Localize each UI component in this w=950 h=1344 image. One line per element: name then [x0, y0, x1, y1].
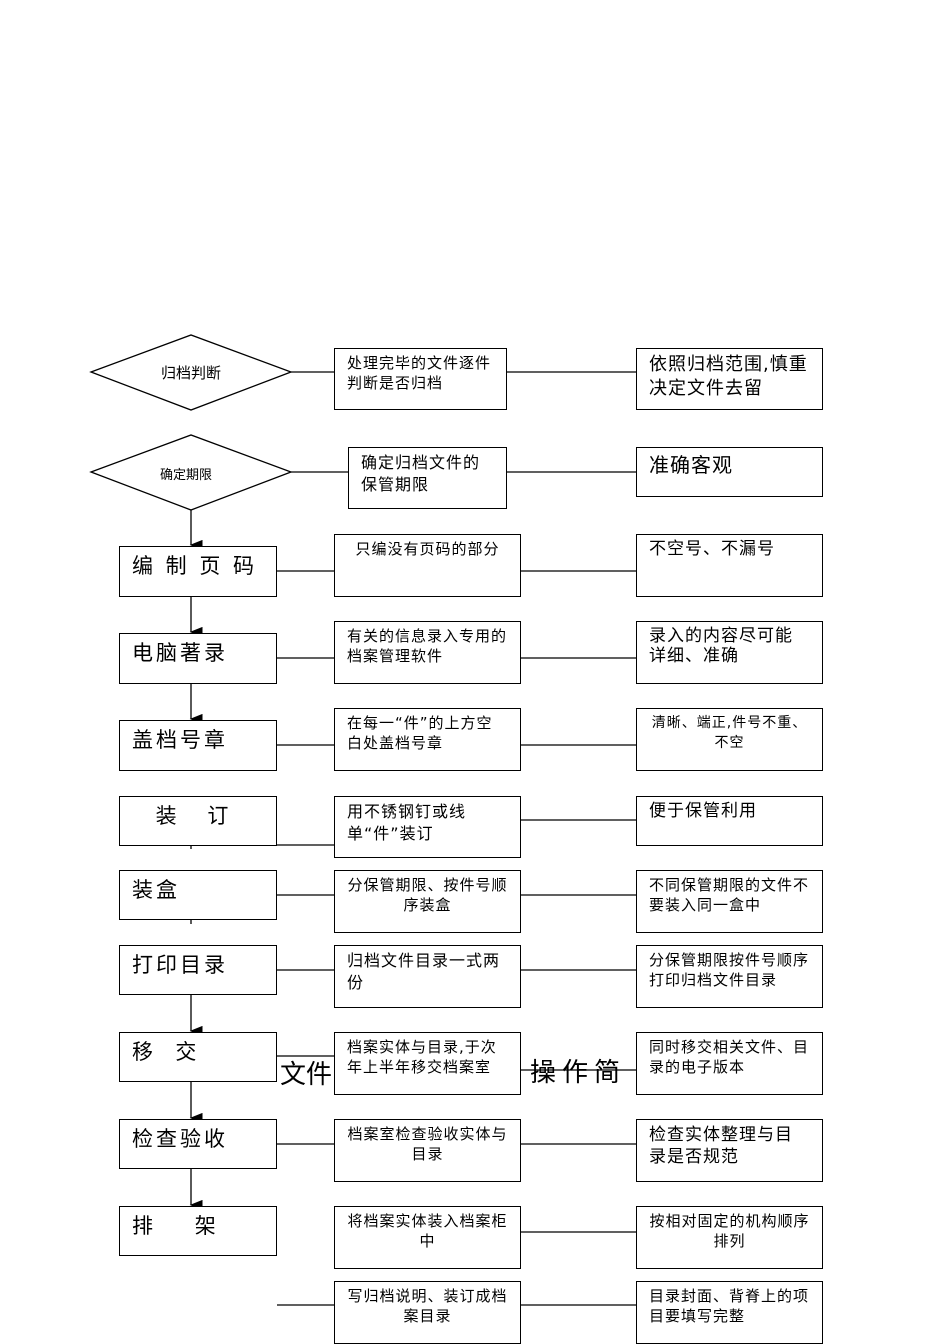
step-box: 装 订	[119, 796, 277, 846]
step-box: 移 交	[119, 1032, 277, 1082]
step-box: 装盒	[119, 870, 277, 920]
action-box: 归档文件目录一式两份	[334, 945, 521, 1008]
action-box: 档案室检查验收实体与目录	[334, 1119, 521, 1182]
step-归档判断: 归档判断	[160, 364, 221, 382]
requirement-box: 同时移交相关文件、目录的电子版本	[636, 1032, 823, 1095]
requirement-box: 不同保管期限的文件不要装入同一盒中	[636, 870, 823, 933]
step-box: 打印目录	[119, 945, 277, 995]
action-box: 档案实体与目录,于次年上半年移交档案室	[334, 1032, 521, 1095]
requirement-box: 检查实体整理与目录是否规范	[636, 1119, 823, 1182]
action-box: 有关的信息录入专用的档案管理软件	[334, 621, 521, 684]
requirement-box: 目录封面、背脊上的项目要填写完整	[636, 1281, 823, 1344]
action-box: 确定归档文件的保管期限	[348, 447, 507, 509]
requirement-box: 依照归档范围,慎重决定文件去留	[636, 348, 823, 410]
requirement-box: 分保管期限按件号顺序打印归档文件目录	[636, 945, 823, 1008]
action-box: 分保管期限、按件号顺序装盒	[334, 870, 521, 933]
action-box: 处理完毕的文件逐件判断是否归档	[334, 348, 507, 410]
requirement-box: 按相对固定的机构顺序排列	[636, 1206, 823, 1269]
step-box: 排 架	[119, 1206, 277, 1256]
action-box: 在每一“件”的上方空白处盖档号章	[334, 708, 521, 771]
action-box: 用不锈钢钉或线单“件”装订	[334, 796, 521, 858]
step-确定期限: 确定期限	[159, 468, 212, 483]
requirement-box: 不空号、不漏号	[636, 534, 823, 597]
action-box: 将档案实体装入档案柜中	[334, 1206, 521, 1269]
requirement-box: 清晰、端正,件号不重、不空	[636, 708, 823, 771]
background-title-fragment: 操作简	[530, 1058, 627, 1088]
background-title-fragment: 文件	[280, 1060, 333, 1090]
requirement-box: 录入的内容尽可能详细、准确	[636, 621, 823, 684]
requirement-box: 准确客观	[636, 447, 823, 497]
step-box: 检查验收	[119, 1119, 277, 1169]
step-box: 电脑著录	[119, 633, 277, 684]
action-box: 写归档说明、装订成档案目录	[334, 1281, 521, 1344]
step-box: 盖档号章	[119, 720, 277, 771]
step-box: 编 制 页 码	[119, 546, 277, 597]
requirement-box: 便于保管利用	[636, 796, 823, 846]
action-box: 只编没有页码的部分	[334, 534, 521, 597]
